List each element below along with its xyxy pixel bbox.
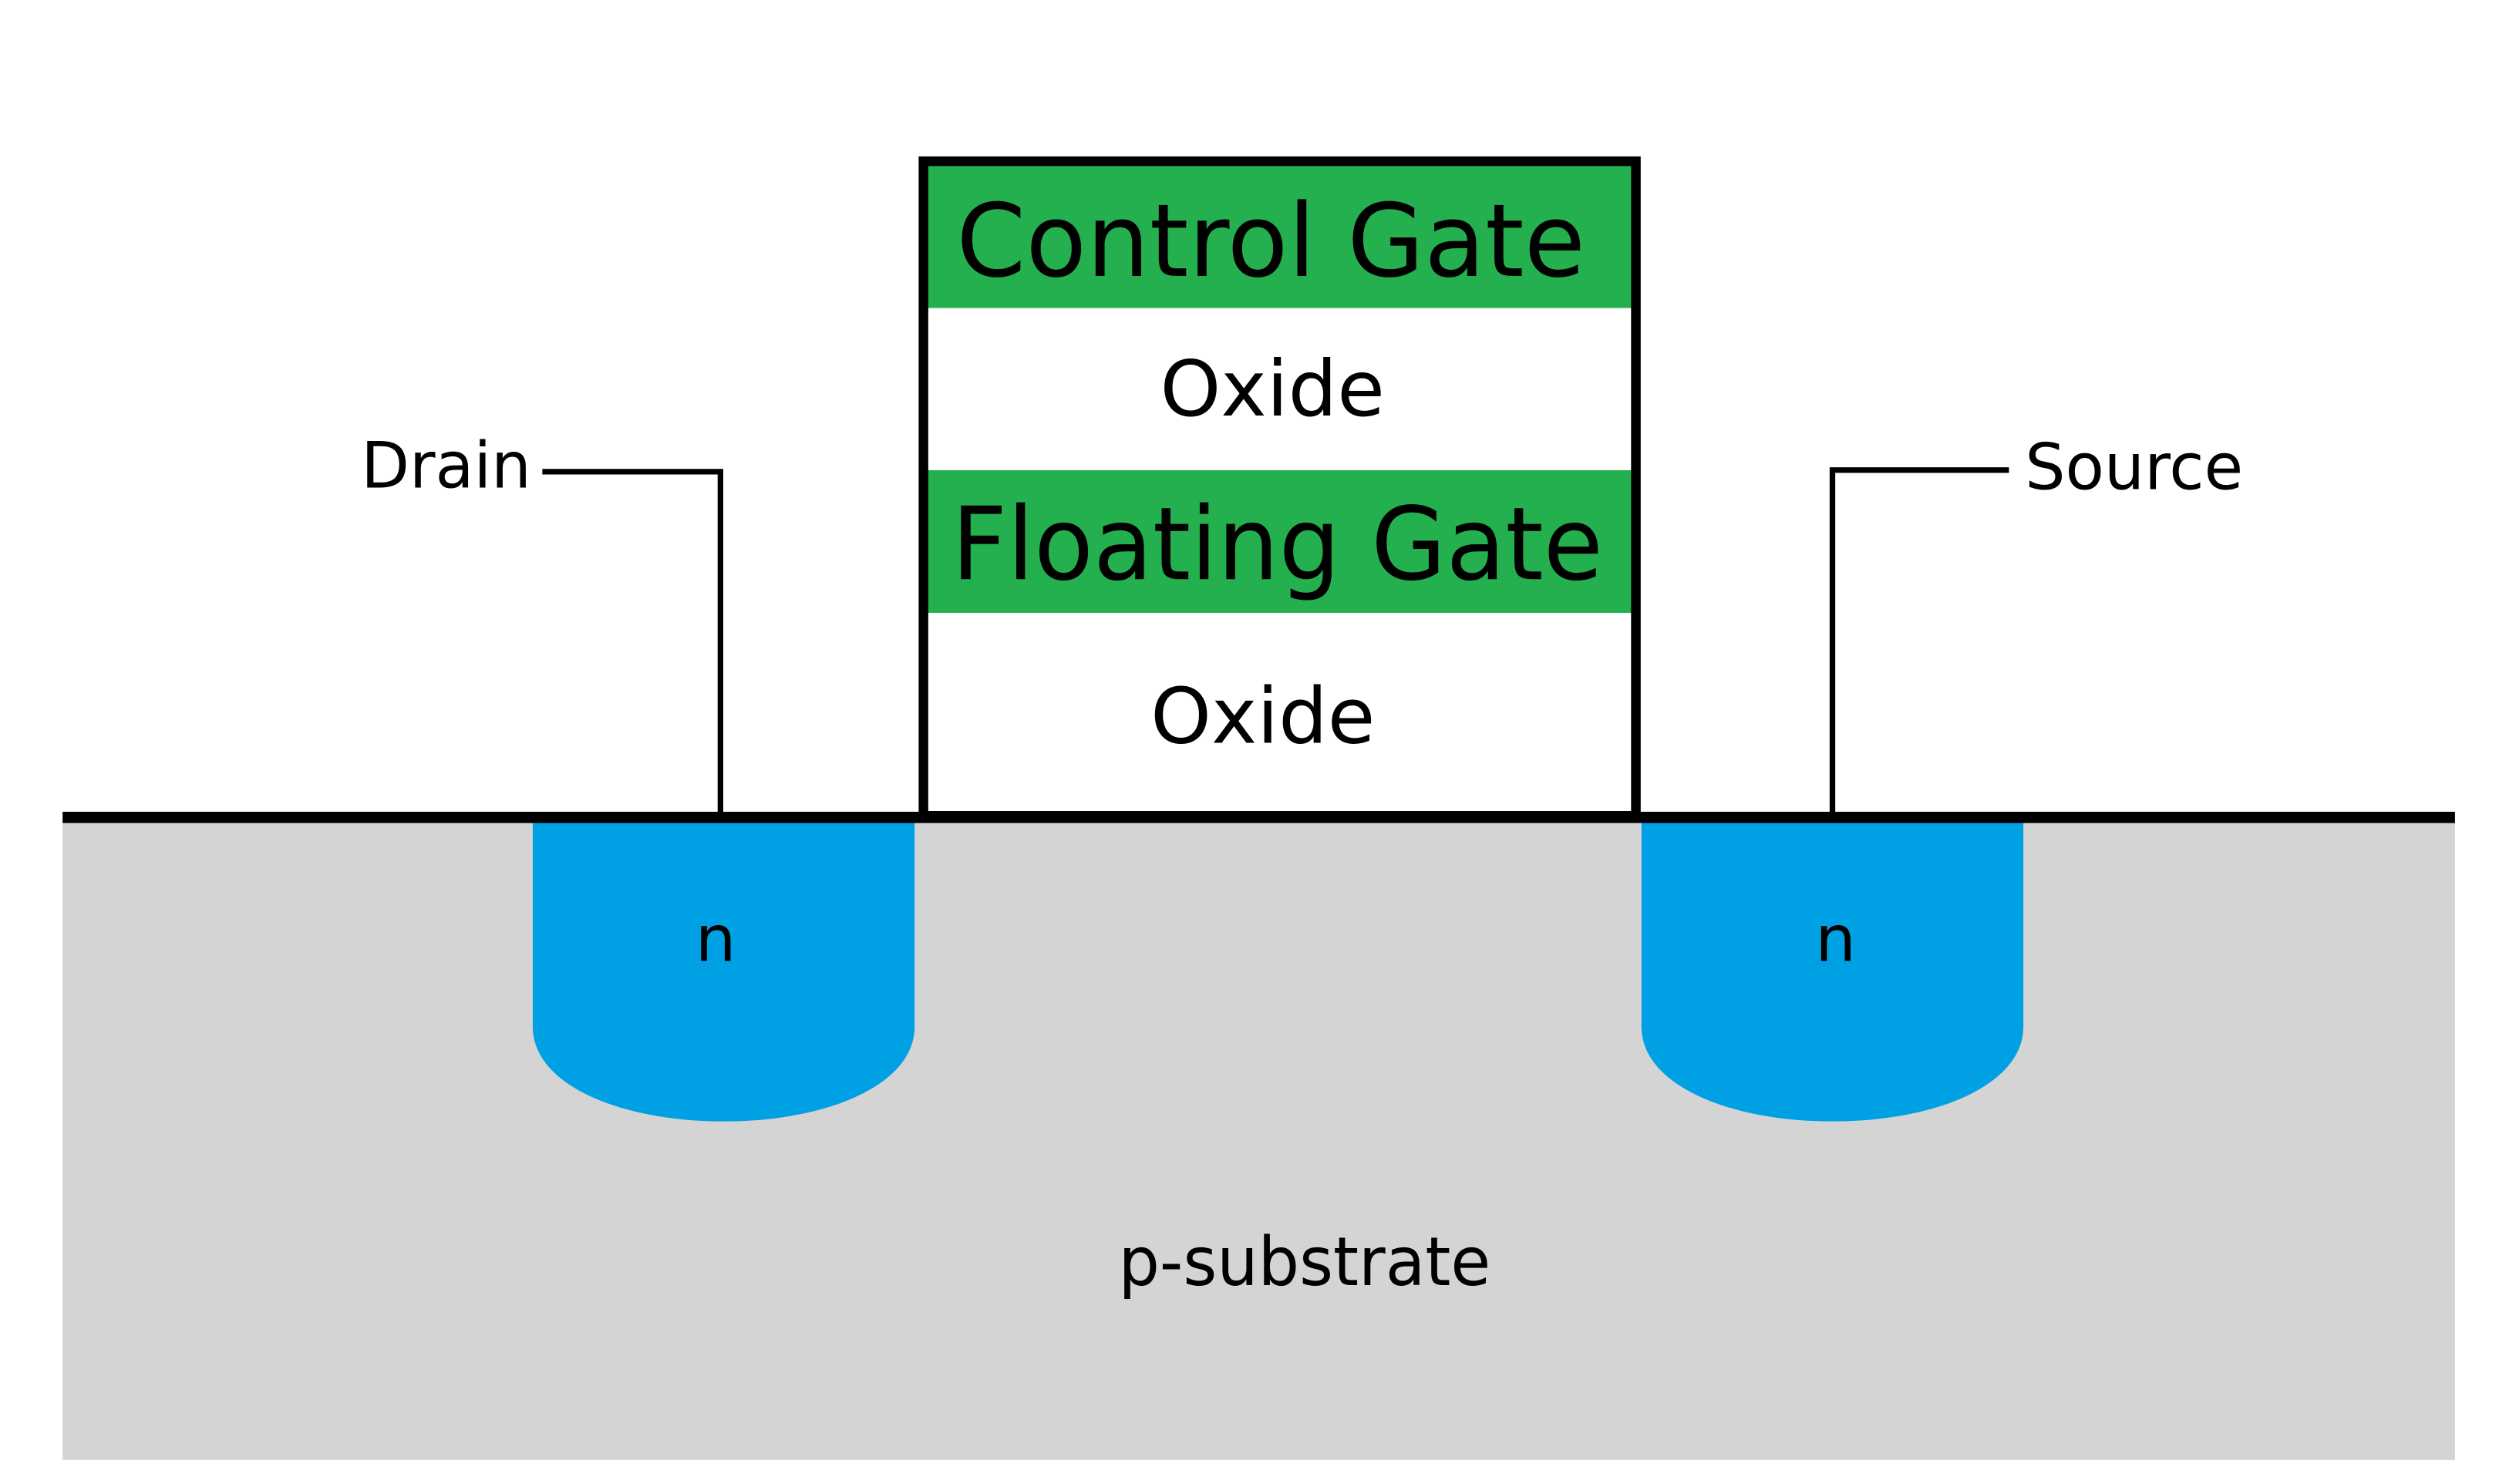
control-gate-layer xyxy=(924,163,1635,308)
oxide-lower-layer xyxy=(924,612,1635,817)
source-label: Source xyxy=(2025,430,2243,505)
drain-label: Drain xyxy=(361,429,531,503)
oxide-lower-label: Oxide xyxy=(1150,671,1375,762)
oxide-upper-label: Oxide xyxy=(1160,344,1385,434)
p-substrate-label: p-substrate xyxy=(1118,1223,1490,1301)
floating-gate-layer xyxy=(924,469,1635,613)
oxide-upper-layer xyxy=(924,308,1635,470)
drain-lead-wire xyxy=(542,469,724,817)
control-gate-label: Control Gate xyxy=(956,182,1585,300)
n-drain-label: n xyxy=(696,902,736,977)
p-substrate-region xyxy=(62,816,2455,1460)
n-well-source xyxy=(1641,821,2024,1122)
source-lead-wire xyxy=(1829,467,2009,817)
n-well-drain xyxy=(532,821,915,1122)
floating-gate-label: Floating Gate xyxy=(951,485,1603,603)
n-source-label: n xyxy=(1815,902,1856,977)
